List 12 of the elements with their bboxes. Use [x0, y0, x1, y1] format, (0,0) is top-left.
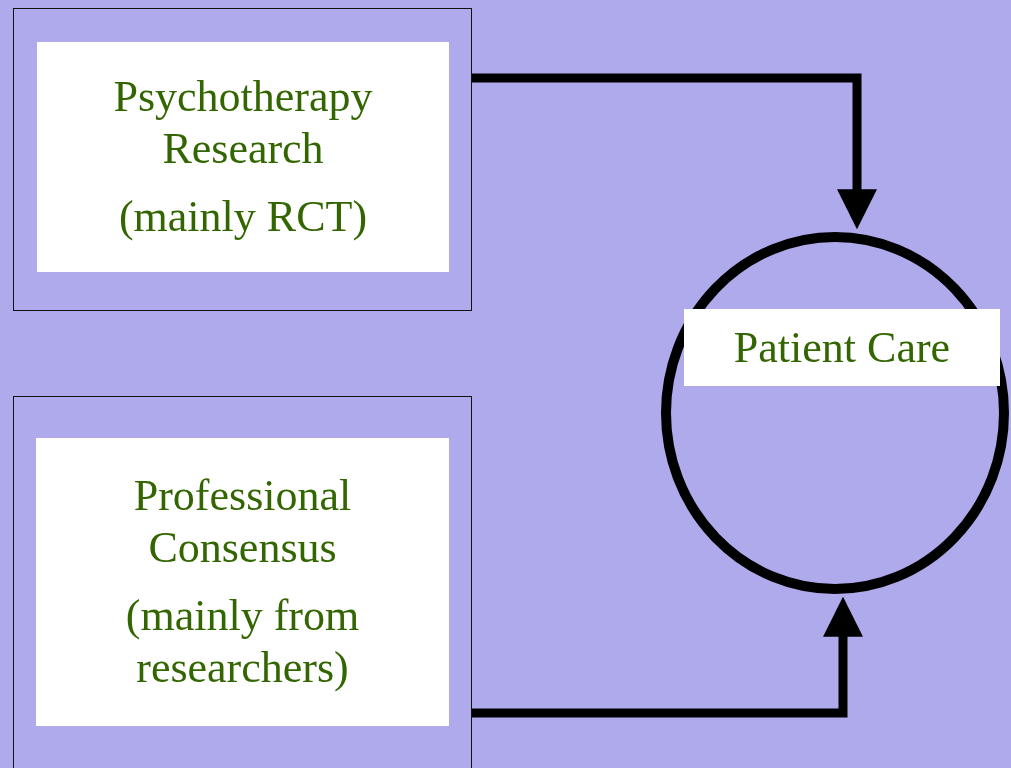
text-card	[36, 438, 449, 726]
arrow	[472, 73, 877, 230]
node-label: Patient Care	[684, 309, 1000, 386]
node-text: (mainly from researchers)	[124, 590, 361, 694]
node-text: Psychotherapy Research	[112, 71, 374, 175]
arrow	[472, 596, 863, 718]
panel-frame	[13, 8, 472, 311]
node-text: (mainly RCT)	[118, 191, 368, 243]
node-text: Professional Consensus	[132, 470, 353, 574]
text-card	[37, 42, 449, 272]
cycle-circle	[661, 232, 1011, 594]
panel-frame	[13, 396, 472, 768]
